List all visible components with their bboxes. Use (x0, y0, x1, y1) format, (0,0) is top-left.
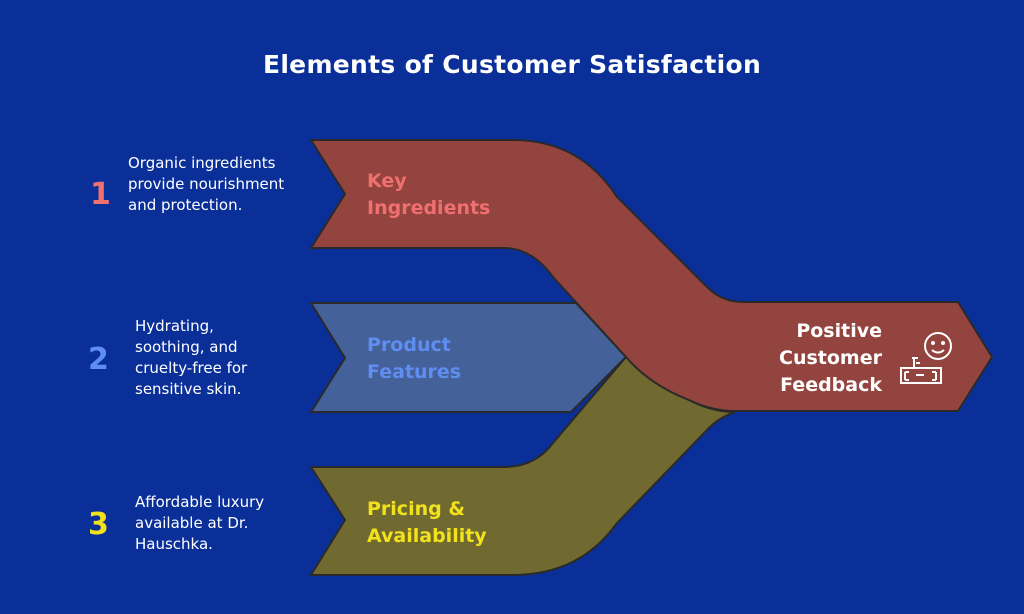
diagram-title: Elements of Customer Satisfaction (262, 50, 762, 79)
item-number-1: 1 (90, 177, 111, 212)
label-product-features: Product Features (367, 332, 461, 386)
item-description-1: Organic ingredients provide nourishment … (128, 154, 285, 214)
item-number-2: 2 (88, 342, 109, 377)
band-pricing-availability (309, 355, 736, 576)
label-line: Product (367, 334, 451, 356)
happy-customer-feedback-icon (900, 332, 952, 384)
item-number-3: 3 (88, 507, 109, 542)
label-line: Pricing & (367, 498, 465, 520)
label-line: Availability (367, 525, 487, 547)
outcome-line: Customer (779, 347, 882, 369)
outcome-label: Positive Customer Feedback (722, 318, 882, 399)
outcome-line: Positive (796, 320, 882, 342)
label-line: Features (367, 361, 462, 383)
item-description-3: Affordable luxury available at Dr. Hausc… (135, 493, 265, 553)
label-pricing-availability: Pricing & Availability (367, 496, 487, 550)
item-description-2: Hydrating, soothing, and cruelty-free fo… (135, 317, 248, 398)
label-line: Key (367, 170, 407, 192)
band-product-features (309, 302, 628, 413)
label-line: Ingredients (367, 197, 491, 219)
band-key-ingredients (309, 139, 994, 412)
label-key-ingredients: Key Ingredients (367, 168, 490, 222)
outcome-line: Feedback (780, 374, 882, 396)
